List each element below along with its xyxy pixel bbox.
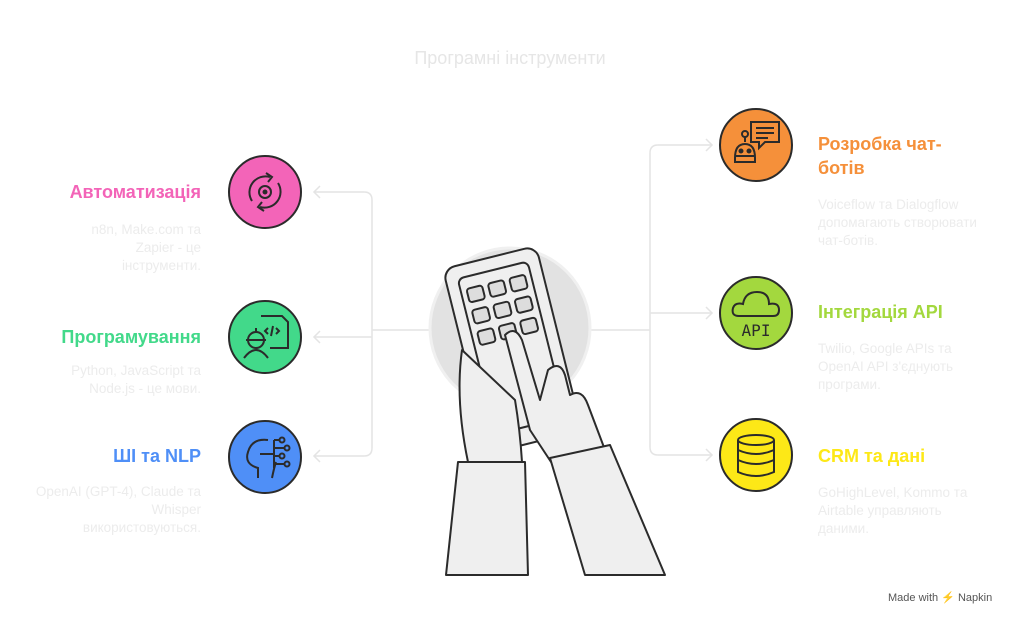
programming-heading: Програмування bbox=[61, 327, 201, 347]
ai-nlp-desc: OpenAI (GPT-4), Claude та Whisper викори… bbox=[35, 484, 201, 535]
programming-circle bbox=[228, 300, 302, 374]
napkin-footer[interactable]: Made with ⚡ Napkin bbox=[888, 592, 993, 604]
crm-desc: GoHighLevel, Kommo та Airtable управляют… bbox=[818, 485, 968, 536]
automation-circle bbox=[228, 155, 302, 229]
ai-nlp-circle bbox=[228, 420, 302, 494]
programming-desc: Python, JavaScript та Node.js - це мови. bbox=[71, 363, 201, 396]
automation-desc: n8n, Make.com та Zapier - це інструменти… bbox=[91, 222, 201, 273]
database-icon bbox=[737, 434, 775, 477]
diagram-title: Програмні інструменти bbox=[414, 48, 606, 68]
ai-head-icon bbox=[246, 436, 291, 479]
ai-nlp-heading: ШІ та NLP bbox=[113, 446, 201, 466]
api-heading: Інтеграція API bbox=[818, 302, 943, 322]
api-circle: API bbox=[719, 276, 793, 350]
chatbot-desc: Voiceflow та Dialogflow допомагають ство… bbox=[818, 197, 977, 248]
automation-heading: Автоматизація bbox=[69, 182, 201, 202]
chatbot-icon bbox=[734, 121, 780, 163]
crm-circle bbox=[719, 418, 793, 492]
crm-heading: CRM та дані bbox=[818, 446, 926, 466]
api-desc: Twilio, Google APIs та OpenAI API з'єдну… bbox=[818, 341, 954, 392]
chatbot-heading: Розробка чат-ботів bbox=[818, 134, 942, 178]
cloud-api-icon: API bbox=[731, 290, 781, 340]
svg-text:API: API bbox=[742, 321, 771, 340]
chatbot-circle bbox=[719, 108, 793, 182]
automation-gear-icon bbox=[248, 172, 282, 212]
developer-code-icon bbox=[243, 315, 289, 359]
